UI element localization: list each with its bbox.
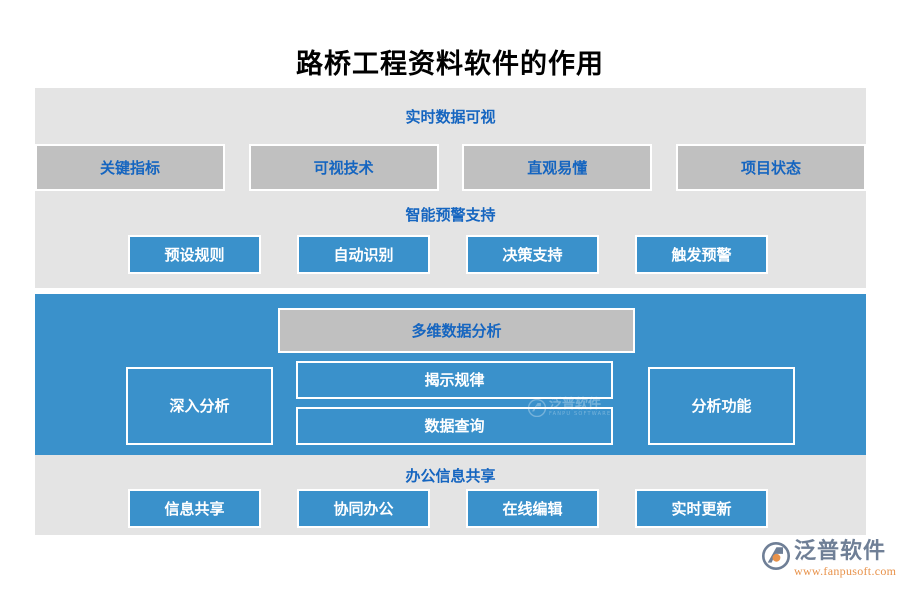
brand-logo: 泛普软件 www.fanpusoft.com [762,540,896,578]
chip-project-status[interactable]: 项目状态 [675,144,866,191]
chip-in-depth-analysis[interactable]: 深入分析 [126,367,273,445]
page-title: 路桥工程资料软件的作用 [296,49,604,80]
chip-row-office-info-sharing: 信息共享 协同办公 在线编辑 实时更新 [128,489,768,528]
fanpu-brand-icon [762,542,790,570]
chip-preset-rules[interactable]: 预设规则 [128,235,261,274]
section-heading-multi-dim-analysis: 多维数据分析 [278,308,635,353]
chip-key-indicators[interactable]: 关键指标 [35,144,225,191]
section-heading-realtime-data-visual: 实时数据可视 [405,108,496,126]
chip-auto-recognition[interactable]: 自动识别 [297,235,430,274]
chip-row-realtime-data-visual: 关键指标 可视技术 直观易懂 项目状态 [35,144,866,191]
chip-trigger-alert[interactable]: 触发预警 [635,235,768,274]
panel-multi-dim-analysis: 多维数据分析 深入分析 揭示规律 数据查询 分析功能 [35,294,866,455]
chip-info-sharing[interactable]: 信息共享 [128,489,261,528]
chip-data-query[interactable]: 数据查询 [296,407,613,445]
chip-reveal-patterns[interactable]: 揭示规律 [296,361,613,399]
brand-name: 泛普软件 [794,539,887,564]
chip-realtime-update[interactable]: 实时更新 [635,489,768,528]
brand-url: www.fanpusoft.com [794,564,897,578]
chip-analysis-function[interactable]: 分析功能 [648,367,795,445]
chip-row-smart-alert-support: 预设规则 自动识别 决策支持 触发预警 [128,235,768,274]
chip-online-editing[interactable]: 在线编辑 [466,489,599,528]
chip-decision-support[interactable]: 决策支持 [466,235,599,274]
chip-collaborative-office[interactable]: 协同办公 [297,489,430,528]
section-heading-smart-alert-support: 智能预警支持 [405,206,496,224]
chip-visual-technology[interactable]: 可视技术 [248,144,439,191]
section-heading-office-info-sharing: 办公信息共享 [405,467,496,485]
chip-intuitive-understanding[interactable]: 直观易懂 [462,144,653,191]
